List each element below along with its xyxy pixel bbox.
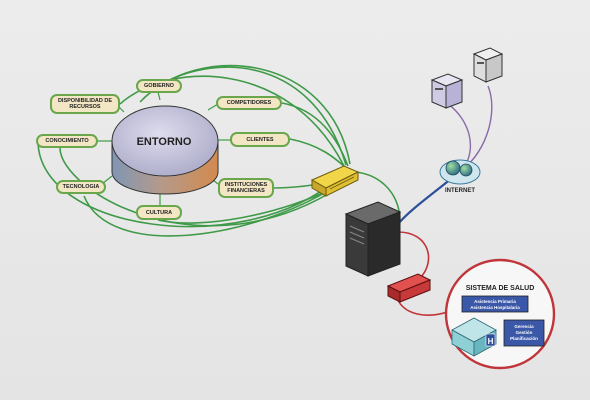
entorno-label: ENTORNO — [137, 136, 192, 148]
computer-icon-2 — [472, 47, 504, 83]
gerencia-box — [503, 319, 545, 347]
node-competidores: COMPETIDORES — [216, 96, 282, 110]
wire-conocimiento — [37, 141, 337, 228]
node-tecnologia: TECNOLOGIA — [56, 180, 106, 194]
gerencia-line-3: Planificación — [510, 336, 538, 341]
node-clientes: CLIENTES — [230, 132, 290, 147]
node-conocimiento: CONOCIMIENTO — [36, 134, 98, 148]
internet-globe-icon: INTERNET — [439, 159, 481, 194]
spoke-2 — [157, 91, 161, 101]
switch-icon — [310, 165, 360, 197]
wire-clientes — [289, 138, 347, 169]
atencion-line-2: Asistencia Hospitalaria — [470, 305, 520, 310]
sistema-salud-node: SISTEMA DE SALUD Asistencia Primaria Asi… — [444, 258, 556, 370]
server-icon — [344, 201, 402, 277]
wire-tecnologia — [83, 185, 337, 237]
wire-server-modem — [397, 231, 430, 279]
wire-internet-server — [397, 177, 453, 225]
sistema-title: SISTEMA DE SALUD — [466, 285, 535, 292]
modem-icon — [386, 273, 432, 303]
wire-competidores — [281, 102, 349, 167]
atencion-box — [461, 295, 529, 313]
gerencia-line-1: Gerencia — [514, 324, 534, 329]
hospital-building-icon: H — [451, 317, 497, 357]
atencion-line-1: Asistencia Primaria — [474, 299, 516, 304]
gerencia-line-2: Gestión — [516, 330, 533, 335]
internet-label: INTERNET — [445, 188, 475, 194]
node-gobierno: GOBIERNO — [136, 79, 182, 93]
entorno-cylinder: ENTORNO — [111, 105, 219, 195]
node-disponibilidad-recursos: DISPONIBILIDAD DE RECURSOS — [50, 94, 120, 114]
node-instituciones-financieras: INSTITUCIONES FINANCIERAS — [218, 178, 274, 198]
hospital-letter: H — [488, 337, 494, 346]
computer-icon-1 — [430, 73, 464, 109]
node-cultura: CULTURA — [136, 205, 182, 220]
